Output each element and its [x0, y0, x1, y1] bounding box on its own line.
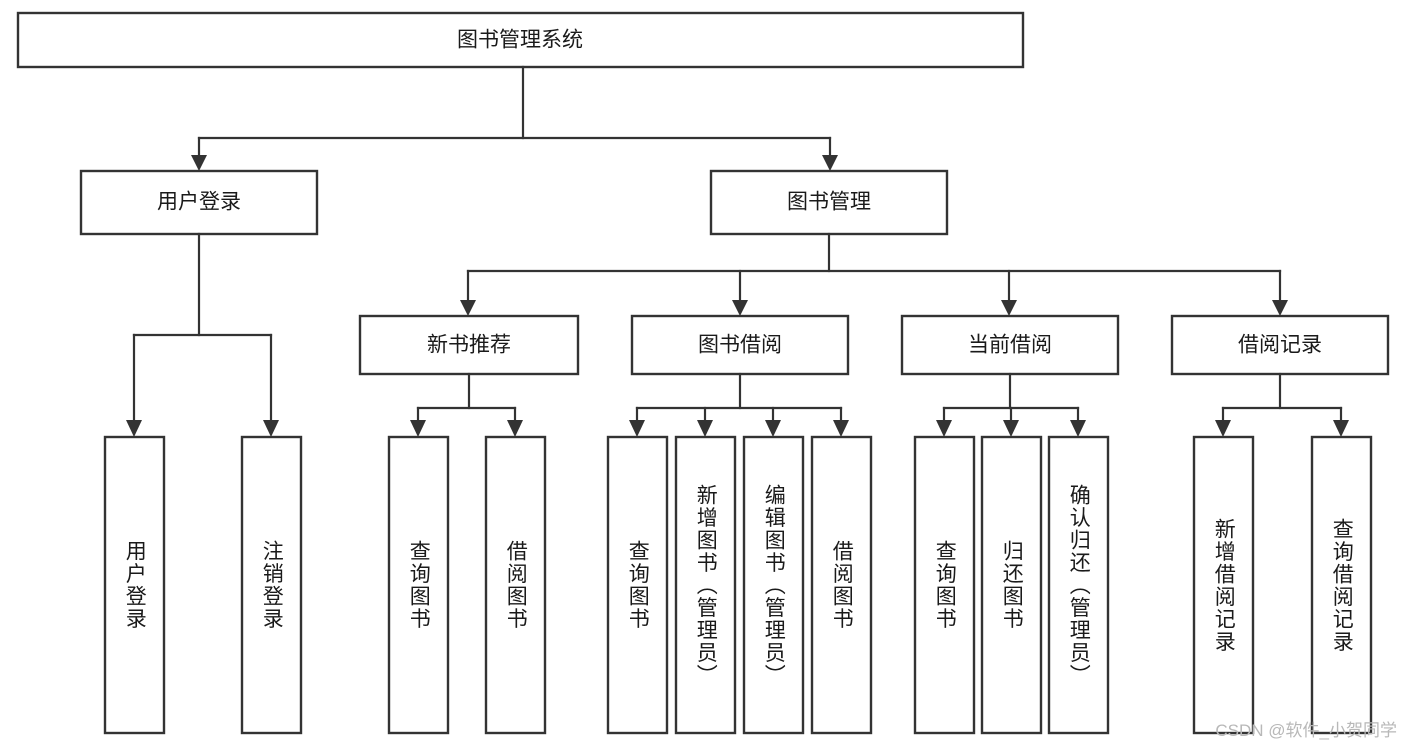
node-current-borrow[interactable]: 当前借阅 [900, 314, 1120, 376]
node-book-borrow-label: 图书借阅 [698, 334, 782, 357]
arrow-head-to-user-login [191, 155, 207, 171]
connector-book-borrow-to-leaves [629, 372, 849, 437]
arrow-head-leaf-user-login [126, 420, 142, 437]
arrow-head-cb-leaf-1 [936, 420, 952, 437]
node-current-borrow-label: 当前借阅 [968, 334, 1052, 357]
arrow-head-nb-leaf-1 [410, 420, 426, 437]
node-book-manage-label: 图书管理 [787, 191, 871, 214]
arrow-head-leaf-logout [263, 420, 279, 437]
node-user-login-label: 用户登录 [157, 191, 241, 214]
connector-new-book-to-leaves [410, 372, 523, 437]
leaf-box-cb-query-book[interactable] [913, 435, 976, 735]
leaf-box-nb-query-book[interactable] [387, 435, 450, 735]
arrow-head-to-book-manage [822, 155, 838, 171]
arrow-head-to-book-borrow [732, 300, 748, 316]
connector-user-login-to-leaves [126, 232, 279, 437]
arrow-head-br-leaf-2 [1333, 420, 1349, 437]
arrow-head-cb-leaf-2 [1003, 420, 1019, 437]
arrow-head-to-new-book [460, 300, 476, 316]
arrow-head-to-borrow-record [1272, 300, 1288, 316]
arrow-head-nb-leaf-2 [507, 420, 523, 437]
arrow-head-bb-leaf-1 [629, 420, 645, 437]
leaf-box-br-add-record[interactable] [1192, 435, 1255, 735]
leaf-box-bb-add-book[interactable] [674, 435, 737, 735]
connector-book-manage-to-level3 [460, 232, 1288, 316]
node-root-label: 图书管理系统 [457, 29, 583, 52]
leaf-box-cb-return-book[interactable] [980, 435, 1043, 735]
leaf-box-logout[interactable] [240, 435, 303, 735]
node-book-borrow[interactable]: 图书借阅 [630, 314, 850, 376]
node-borrow-record[interactable]: 借阅记录 [1170, 314, 1390, 376]
connector-root-to-level2 [191, 65, 838, 171]
arrow-head-to-current-borrow [1001, 300, 1017, 316]
leaf-box-cb-confirm-return[interactable] [1047, 435, 1110, 735]
leaf-box-br-query-record[interactable] [1310, 435, 1373, 735]
node-current-borrow-box[interactable] [900, 314, 1120, 376]
leaf-box-bb-edit-book[interactable] [742, 435, 805, 735]
node-book-manage-box[interactable] [709, 169, 949, 236]
node-book-borrow-box[interactable] [630, 314, 850, 376]
node-new-book-recommend[interactable]: 新书推荐 [358, 314, 580, 376]
node-root[interactable]: 图书管理系统 [16, 11, 1025, 69]
leaf-box-bb-borrow-book[interactable] [810, 435, 873, 735]
leaf-box-user-login[interactable] [103, 435, 166, 735]
node-borrow-record-box[interactable] [1170, 314, 1390, 376]
arrow-head-bb-leaf-4 [833, 420, 849, 437]
node-borrow-record-label: 借阅记录 [1238, 334, 1322, 357]
arrow-head-bb-leaf-2 [697, 420, 713, 437]
node-new-book-recommend-box[interactable] [358, 314, 580, 376]
leaf-box-nb-borrow-book[interactable] [484, 435, 547, 735]
node-book-manage[interactable]: 图书管理 [709, 169, 949, 236]
connector-borrow-record-to-leaves [1215, 372, 1349, 437]
connector-current-borrow-to-leaves [936, 372, 1086, 437]
leaf-box-bb-query-book[interactable] [606, 435, 669, 735]
arrow-head-br-leaf-1 [1215, 420, 1231, 437]
node-new-book-recommend-label: 新书推荐 [427, 334, 511, 357]
arrow-head-cb-leaf-3 [1070, 420, 1086, 437]
arrow-head-bb-leaf-3 [765, 420, 781, 437]
node-root-box[interactable] [16, 11, 1025, 69]
node-user-login[interactable]: 用户登录 [79, 169, 319, 236]
